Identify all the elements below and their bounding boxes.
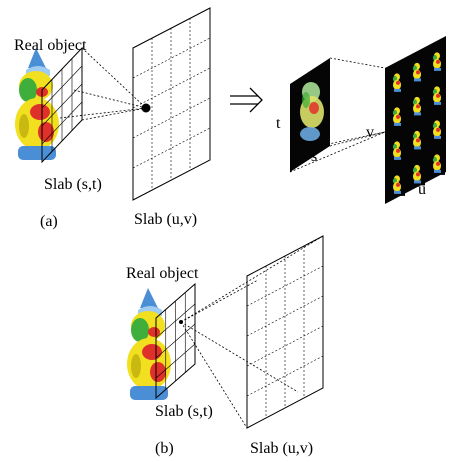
label-slab-st-a: Slab (s,t) — [44, 176, 102, 193]
caption-b: (b) — [155, 440, 174, 457]
panel-b: Real object Slab (s,t) Slab (u,v) (b) — [126, 235, 324, 457]
label-slab-uv-a: Slab (u,v) — [134, 211, 197, 228]
lightfield-connectors — [289, 57, 386, 173]
label-slab-uv-b: Slab (u,v) — [250, 440, 313, 457]
lightfield-thumbnail — [389, 69, 405, 94]
label-t: t — [276, 115, 281, 132]
lightfield-thumbnail — [429, 150, 445, 175]
rays-b — [180, 235, 324, 429]
lightfield-image-array — [385, 36, 446, 204]
slab-uv-grid-a — [132, 7, 211, 201]
lightfield-thumbnail — [429, 116, 445, 141]
lightfield-thumbnail — [389, 103, 405, 128]
label-slab-st-b: Slab (s,t) — [155, 403, 213, 420]
label-v: v — [366, 124, 374, 141]
label-real-object-a: Real object — [14, 37, 87, 54]
lightfield-thumbnail — [429, 82, 445, 107]
focal-point-a — [141, 103, 151, 113]
lightfield-thumbnail — [389, 171, 405, 196]
lightfield-thumbnail — [409, 59, 425, 84]
lightfield-thumbnail — [429, 48, 445, 73]
label-real-object-b: Real object — [126, 265, 199, 282]
lightfield-thumbnail — [409, 93, 425, 118]
slab-st-grid-b — [155, 282, 196, 400]
lightfield-single-view — [290, 58, 330, 172]
slab-uv-grid-b — [246, 235, 324, 429]
focal-point-b — [179, 320, 183, 324]
panel-a: Real object Slab (s,t) Slab (u,v) (a) — [14, 7, 211, 230]
lightfield-thumbnail — [409, 127, 425, 152]
label-u: u — [418, 181, 426, 198]
real-object-image-a — [15, 48, 59, 160]
caption-a: (a) — [40, 213, 58, 230]
rays-a — [59, 47, 147, 121]
lightfield-thumbnail — [389, 137, 405, 162]
real-object-image-b — [127, 288, 171, 400]
label-s: s — [311, 148, 317, 165]
implies-arrow-icon — [230, 87, 263, 113]
